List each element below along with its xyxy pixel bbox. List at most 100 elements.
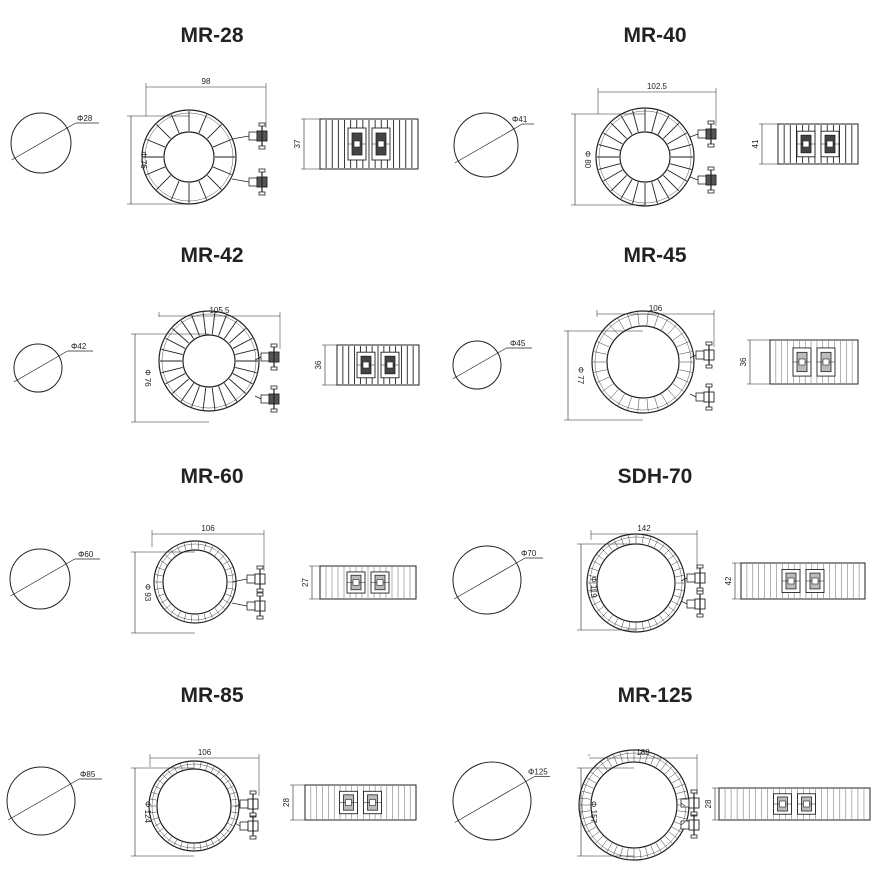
heater-side-view [740,562,866,600]
heater-side-view [336,344,420,386]
outer-diameter-dimension: Φ 76 [127,115,189,205]
hole-circle [6,766,76,836]
heater-front-view [591,310,695,414]
height-label: 41 [751,139,760,148]
hole-circle [10,112,72,174]
outer-diameter-dimension: Φ 124 [131,767,194,857]
outer-diameter-label: Φ 77 [576,367,585,385]
outer-diameter-label: Φ 93 [143,584,152,602]
height-dimension: 37 [293,118,320,170]
terminal-block [689,120,717,194]
model-title: MR-45 [623,244,686,267]
height-label: 37 [293,139,302,148]
model-title: MR-60 [180,465,243,488]
height-label: 42 [724,576,733,585]
hole-diameter-line [452,347,507,380]
height-label: 36 [314,360,323,369]
height-label: 28 [282,798,291,807]
outer-diameter-dimension: Φ 76 [131,333,209,423]
heater-front-view [153,540,237,624]
hole-diameter-label: Φ125 [528,768,548,777]
hole-circle [9,548,71,610]
heater-side-view [769,339,859,385]
height-dimension: 28 [704,787,719,821]
outer-diameter-label: Φ 76 [143,369,152,387]
outer-diameter-dimension: Φ 93 [131,551,195,634]
model-title: SDH-70 [618,465,693,488]
heater-side-view [319,118,419,170]
hole-diameter-line [10,558,75,597]
width-label: 105.5 [209,306,230,315]
hole-circle [452,340,502,390]
heater-front-view [595,107,695,207]
width-dimension: 106 [596,304,715,347]
outer-diameter-label: Φ 157 [589,801,598,824]
height-label: 28 [704,799,713,808]
height-dimension: 42 [724,562,741,600]
hole-diameter-line [7,778,80,821]
width-dimension: 98 [145,77,267,128]
hole-circle [452,761,532,841]
heater-side-view [718,787,871,821]
hole-circle [452,545,522,615]
terminal-block [231,565,266,620]
width-dimension: 106 [149,748,260,796]
terminal-block [231,122,268,196]
height-dimension: 36 [314,344,337,386]
hole-diameter-label: Φ60 [78,550,94,559]
model-title: MR-42 [180,244,243,267]
outer-diameter-label: Φ 76 [139,151,148,169]
hole-diameter-line [454,776,535,823]
width-label: 188 [636,748,650,757]
hole-diameter-line [13,350,68,383]
height-label: 36 [739,357,748,366]
heater-front-view [578,749,690,861]
width-label: 106 [201,524,215,533]
terminal-block [689,341,715,411]
hole-diameter-line [453,557,526,600]
hole-diameter-label: Φ45 [510,339,526,348]
outer-diameter-label: Φ 80 [583,151,592,169]
heater-side-view [319,565,417,600]
hole-diameter-label: Φ70 [521,549,537,558]
width-label: 106 [198,748,212,757]
terminal-block [234,790,259,840]
height-dimension: 41 [751,123,778,165]
height-dimension: 28 [282,784,305,821]
width-dimension: 188 [588,748,698,795]
terminal-block [680,789,700,839]
hole-circle [13,343,63,393]
model-title: MR-85 [180,684,243,707]
outer-diameter-dimension: Φ 77 [564,330,643,421]
width-dimension: 105.5 [158,306,281,349]
hole-diameter-label: Φ28 [77,114,93,123]
width-dimension: 106 [151,524,265,571]
hole-circle [453,112,519,178]
heater-side-view [777,123,859,165]
height-label: 27 [301,578,310,587]
height-dimension: 27 [301,565,320,600]
outer-diameter-label: Φ 119 [589,576,598,598]
width-dimension: 102.5 [597,82,717,126]
width-label: 106 [649,304,663,313]
hole-diameter-line [11,122,76,161]
hole-diameter-line [454,123,523,164]
model-title: MR-28 [180,24,243,47]
hole-diameter-label: Φ85 [80,770,96,779]
terminal-block [254,343,280,413]
outer-diameter-label: Φ 124 [143,801,152,824]
heater-front-view [158,310,260,412]
hole-diameter-label: Φ41 [512,115,528,124]
width-label: 102.5 [647,82,668,91]
model-title: MR-125 [618,684,693,707]
hole-diameter-label: Φ42 [71,342,87,351]
model-title: MR-40 [623,24,686,47]
width-label: 98 [202,77,211,86]
